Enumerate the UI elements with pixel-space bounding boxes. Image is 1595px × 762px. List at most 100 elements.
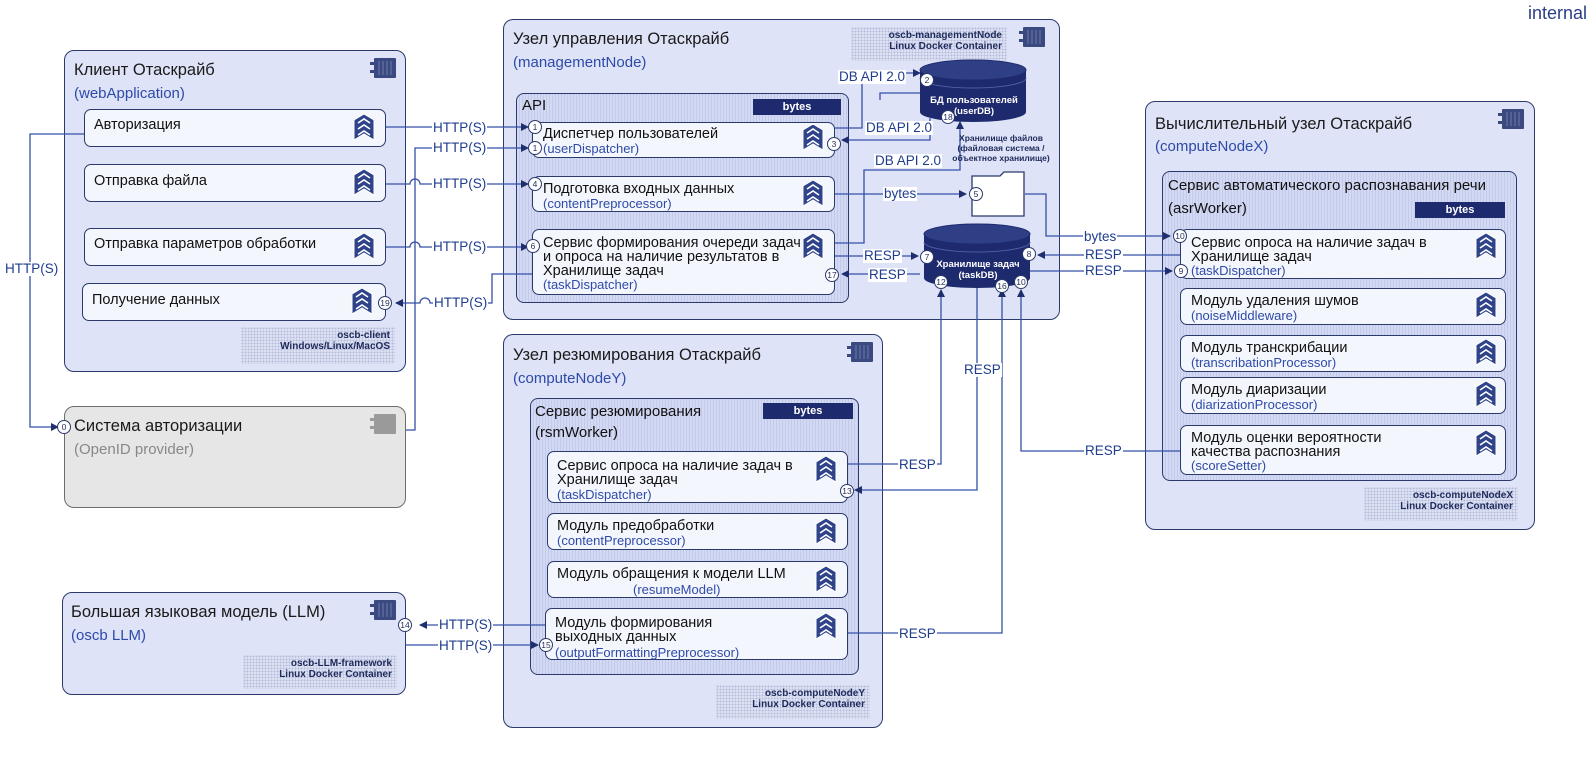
edge-label-http-client-openid: HTTP(S) — [4, 261, 60, 276]
svg-text:19: 19 — [380, 298, 390, 308]
step-marker-1a: 1 — [528, 120, 542, 134]
content-preprocessor-icon — [802, 179, 824, 207]
asr-bytes-badge: bytes — [1415, 202, 1505, 218]
diarization-subtitle: (diarizationProcessor) — [1191, 397, 1318, 412]
noise-icon — [1475, 291, 1497, 319]
edge-label-resp-8: RESP — [1084, 247, 1123, 262]
svg-text:3: 3 — [832, 139, 837, 149]
taskdb-label: Хранилище задач (taskDB) — [930, 259, 1026, 281]
api-bytes-badge: bytes — [753, 99, 841, 115]
auth-node-icon — [370, 414, 396, 434]
edge-label-resp-9: RESP — [1084, 263, 1123, 278]
client-tag-name: oscb-client — [337, 330, 390, 341]
compute-tag-name: oscb-computeNodeX — [1412, 490, 1513, 501]
svg-text:14: 14 — [400, 620, 410, 630]
task-dispatcher-mgmt-subtitle: (taskDispatcher) — [543, 277, 638, 292]
client-auth-component[interactable]: Авторизация — [84, 109, 386, 147]
content-preprocessor-title: Подготовка входных данных — [543, 181, 735, 197]
resume-task-dispatcher-component[interactable]: Сервис опроса на наличие задач в Хранили… — [547, 451, 848, 503]
svg-text:12: 12 — [936, 277, 946, 287]
edge-label-bytes-asr: bytes — [1083, 229, 1118, 244]
resume-subtitle: (computeNodeY) — [513, 370, 627, 387]
resume-output-component[interactable]: Модуль формирования выходных данных (out… — [545, 608, 848, 660]
llm-tag-name: oscb-LLM-framework — [290, 658, 392, 669]
noise-component[interactable]: Модуль удаления шумов (noiseMiddleware) — [1180, 288, 1506, 325]
step-marker-15: 15 — [539, 638, 553, 652]
step-marker-10b: 10 — [1014, 275, 1028, 289]
noise-subtitle: (noiseMiddleware) — [1191, 308, 1298, 323]
diarization-title: Модуль диаризации — [1191, 382, 1327, 398]
rsm-worker-subtitle: (rsmWorker) — [535, 424, 619, 441]
user-dispatcher-component[interactable]: Диспетчер пользователей (userDispatcher) — [532, 122, 835, 158]
auth-title: Система авторизации — [74, 417, 243, 435]
client-file-send-component[interactable]: Отправка файла — [84, 164, 386, 202]
edge-label-http-llm-in: HTTP(S) — [438, 638, 494, 653]
svg-text:7: 7 — [925, 252, 930, 262]
step-marker-18: 18 — [941, 110, 955, 124]
step-marker-12: 12 — [934, 275, 948, 289]
client-receive-component[interactable]: Получение данных — [82, 283, 386, 321]
userdb-cylinder — [919, 59, 1027, 122]
score-component[interactable]: Модуль оценки вероятности качества распо… — [1180, 425, 1506, 475]
client-auth-component-icon — [353, 113, 375, 141]
step-marker-10a: 10 — [1173, 229, 1187, 243]
asr-worker-subtitle: (asrWorker) — [1168, 200, 1247, 217]
edge-label-bytes-files: bytes — [883, 186, 918, 201]
edge-label-http-file: HTTP(S) — [432, 176, 488, 191]
management-container-tag: oscb-managementNode Linux Docker Contain… — [851, 27, 1007, 61]
asr-task-dispatcher-component[interactable]: Сервис опроса на наличие задач в Хранили… — [1180, 229, 1506, 279]
client-container-tag: oscb-client Windows/Linux/MacOS — [241, 327, 395, 364]
llm-node: Большая языковая модель (LLM) (oscb LLM)… — [62, 592, 406, 695]
resume-node-icon — [846, 341, 874, 363]
edge-userdb-aux — [879, 92, 920, 100]
management-tag-name: oscb-managementNode — [888, 30, 1002, 41]
userdb-name: БД пользователей — [930, 95, 1018, 106]
diarization-component[interactable]: Модуль диаризации (diarizationProcessor) — [1180, 377, 1506, 414]
management-node-icon — [1018, 26, 1046, 48]
task-dispatcher-mgmt-title: Сервис формирования очереди задач и опро… — [543, 235, 801, 279]
api-title: API — [522, 97, 547, 114]
rsm-worker-title: Сервис резюмирования — [535, 403, 702, 420]
resume-preprocess-component[interactable]: Модуль предобработки (contentPreprocesso… — [547, 513, 848, 550]
transcription-component[interactable]: Модуль транскрибации (transcribationProc… — [1180, 335, 1506, 372]
client-file-send-component-icon — [353, 168, 375, 196]
corner-label: internal — [1527, 3, 1587, 23]
step-marker-16: 16 — [995, 279, 1009, 293]
svg-text:2: 2 — [925, 75, 930, 85]
step-marker-13: 13 — [840, 484, 854, 498]
edge-label-http-receive: HTTP(S) — [433, 295, 489, 310]
edge-label-resp-16: RESP — [898, 626, 937, 641]
task-dispatcher-mgmt-component[interactable]: Сервис формирования очереди задач и опро… — [532, 229, 835, 295]
score-icon — [1475, 429, 1497, 457]
diarization-icon — [1475, 380, 1497, 408]
llm-node-icon — [369, 599, 397, 621]
management-subtitle: (managementNode) — [513, 54, 647, 71]
step-marker-9: 9 — [1174, 264, 1188, 278]
edge-file-contentpreprocessor — [386, 178, 529, 188]
edge-label-dbapi-1: DB API 2.0 — [838, 69, 907, 84]
client-subtitle: (webApplication) — [74, 85, 185, 102]
step-marker-6: 6 — [526, 239, 540, 253]
asr-worker-title: Сервис автоматического распознавания реч… — [1168, 177, 1486, 194]
edge-label-http-llm-out: HTTP(S) — [438, 617, 494, 632]
resume-preprocess-icon — [815, 517, 837, 545]
client-params-component[interactable]: Отправка параметров обработки — [84, 228, 386, 266]
compute-container-tag: oscb-computeNodeX Linux Docker Container — [1364, 487, 1518, 521]
client-tag-os: Windows/Linux/MacOS — [280, 341, 390, 352]
compute-tag-os: Linux Docker Container — [1400, 501, 1513, 512]
resume-model-component[interactable]: Модуль обращения к модели LLM (resumeMod… — [547, 561, 848, 598]
edge-taskdispatcher-userdb — [835, 121, 964, 244]
compute-subtitle: (computeNodeX) — [1155, 138, 1269, 155]
content-preprocessor-component[interactable]: Подготовка входных данных (contentPrepro… — [532, 176, 835, 212]
edge-label-dbapi-3: DB API 2.0 — [874, 153, 943, 168]
step-marker-14: 14 — [398, 618, 412, 632]
svg-text:1: 1 — [533, 122, 538, 132]
step-marker-1b: 1 — [528, 141, 542, 155]
resume-tag-name: oscb-computeNodeY — [764, 688, 865, 699]
resume-output-icon — [815, 612, 837, 640]
svg-text:18: 18 — [943, 112, 953, 122]
step-marker-8: 8 — [1022, 247, 1036, 261]
svg-text:13: 13 — [842, 486, 852, 496]
management-tag-os: Linux Docker Container — [889, 41, 1002, 52]
auth-subtitle: (OpenID provider) — [74, 441, 195, 458]
